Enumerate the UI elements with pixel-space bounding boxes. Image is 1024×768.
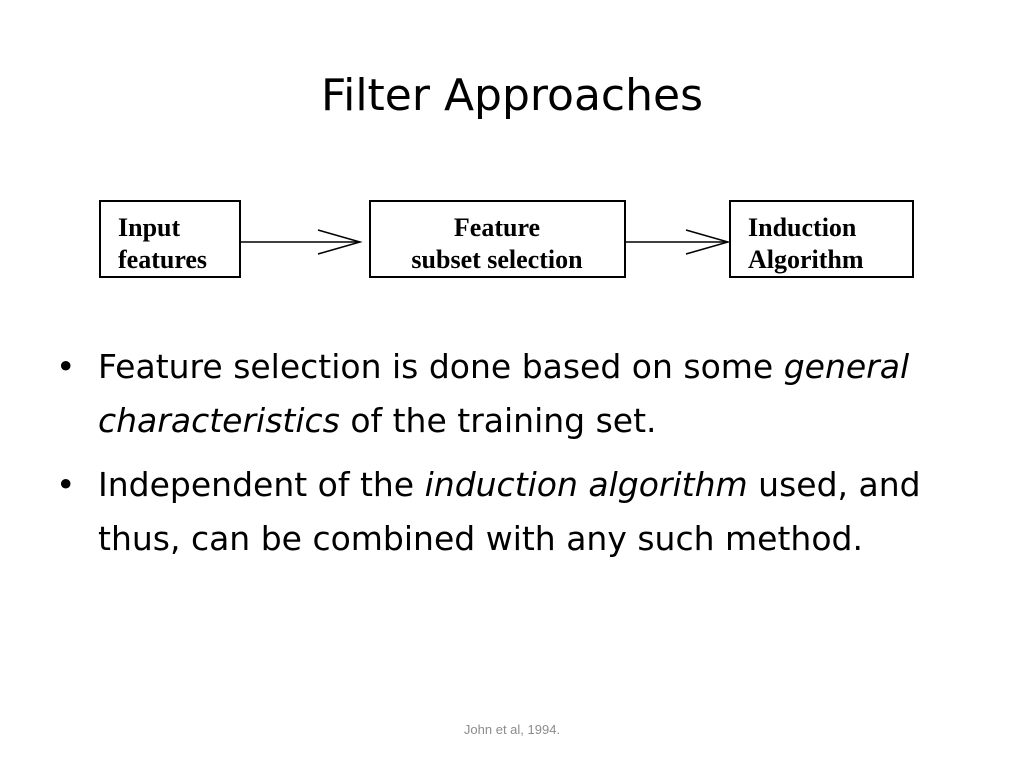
feature-subset-selection-label-line2: subset selection [411,245,583,274]
citation: John et al, 1994. [463,722,561,737]
bullet-marker: • [56,465,76,504]
input-features-label-line2: features [118,245,207,274]
induction-algorithm-box: Induction Algorithm [729,200,914,278]
input-features-box: Input features [99,200,241,278]
bullet-text-before: Feature selection is done based on some [98,347,784,386]
bullet-text-before: Independent of the [98,465,425,504]
bullet-item: • Independent of the induction algorithm… [56,458,956,566]
feature-subset-selection-box: Feature subset selection [369,200,626,278]
arrow-icon [240,229,363,255]
induction-algorithm-label-line1: Induction [748,213,857,242]
arrow-icon [625,229,731,255]
bullet-text-emphasis: induction algorithm [424,465,748,504]
bullet-text: Feature selection is done based on some … [98,347,909,440]
bullet-item: • Feature selection is done based on som… [56,340,956,448]
bullet-marker: • [56,347,76,386]
bullet-text-after: of the training set. [339,401,657,440]
feature-subset-selection-label-line1: Feature [454,213,540,242]
bullet-text-emphasis: general characteristics [98,347,910,440]
input-features-label-line1: Input [118,213,180,242]
bullet-text: Independent of the induction algorithm u… [98,465,921,558]
induction-algorithm-label-line2: Algorithm [748,245,864,274]
bullet-list: • Feature selection is done based on som… [56,340,956,576]
slide-title: Filter Approaches [321,70,703,121]
bullet-text-after: used, and thus, can be combined with any… [98,465,921,558]
